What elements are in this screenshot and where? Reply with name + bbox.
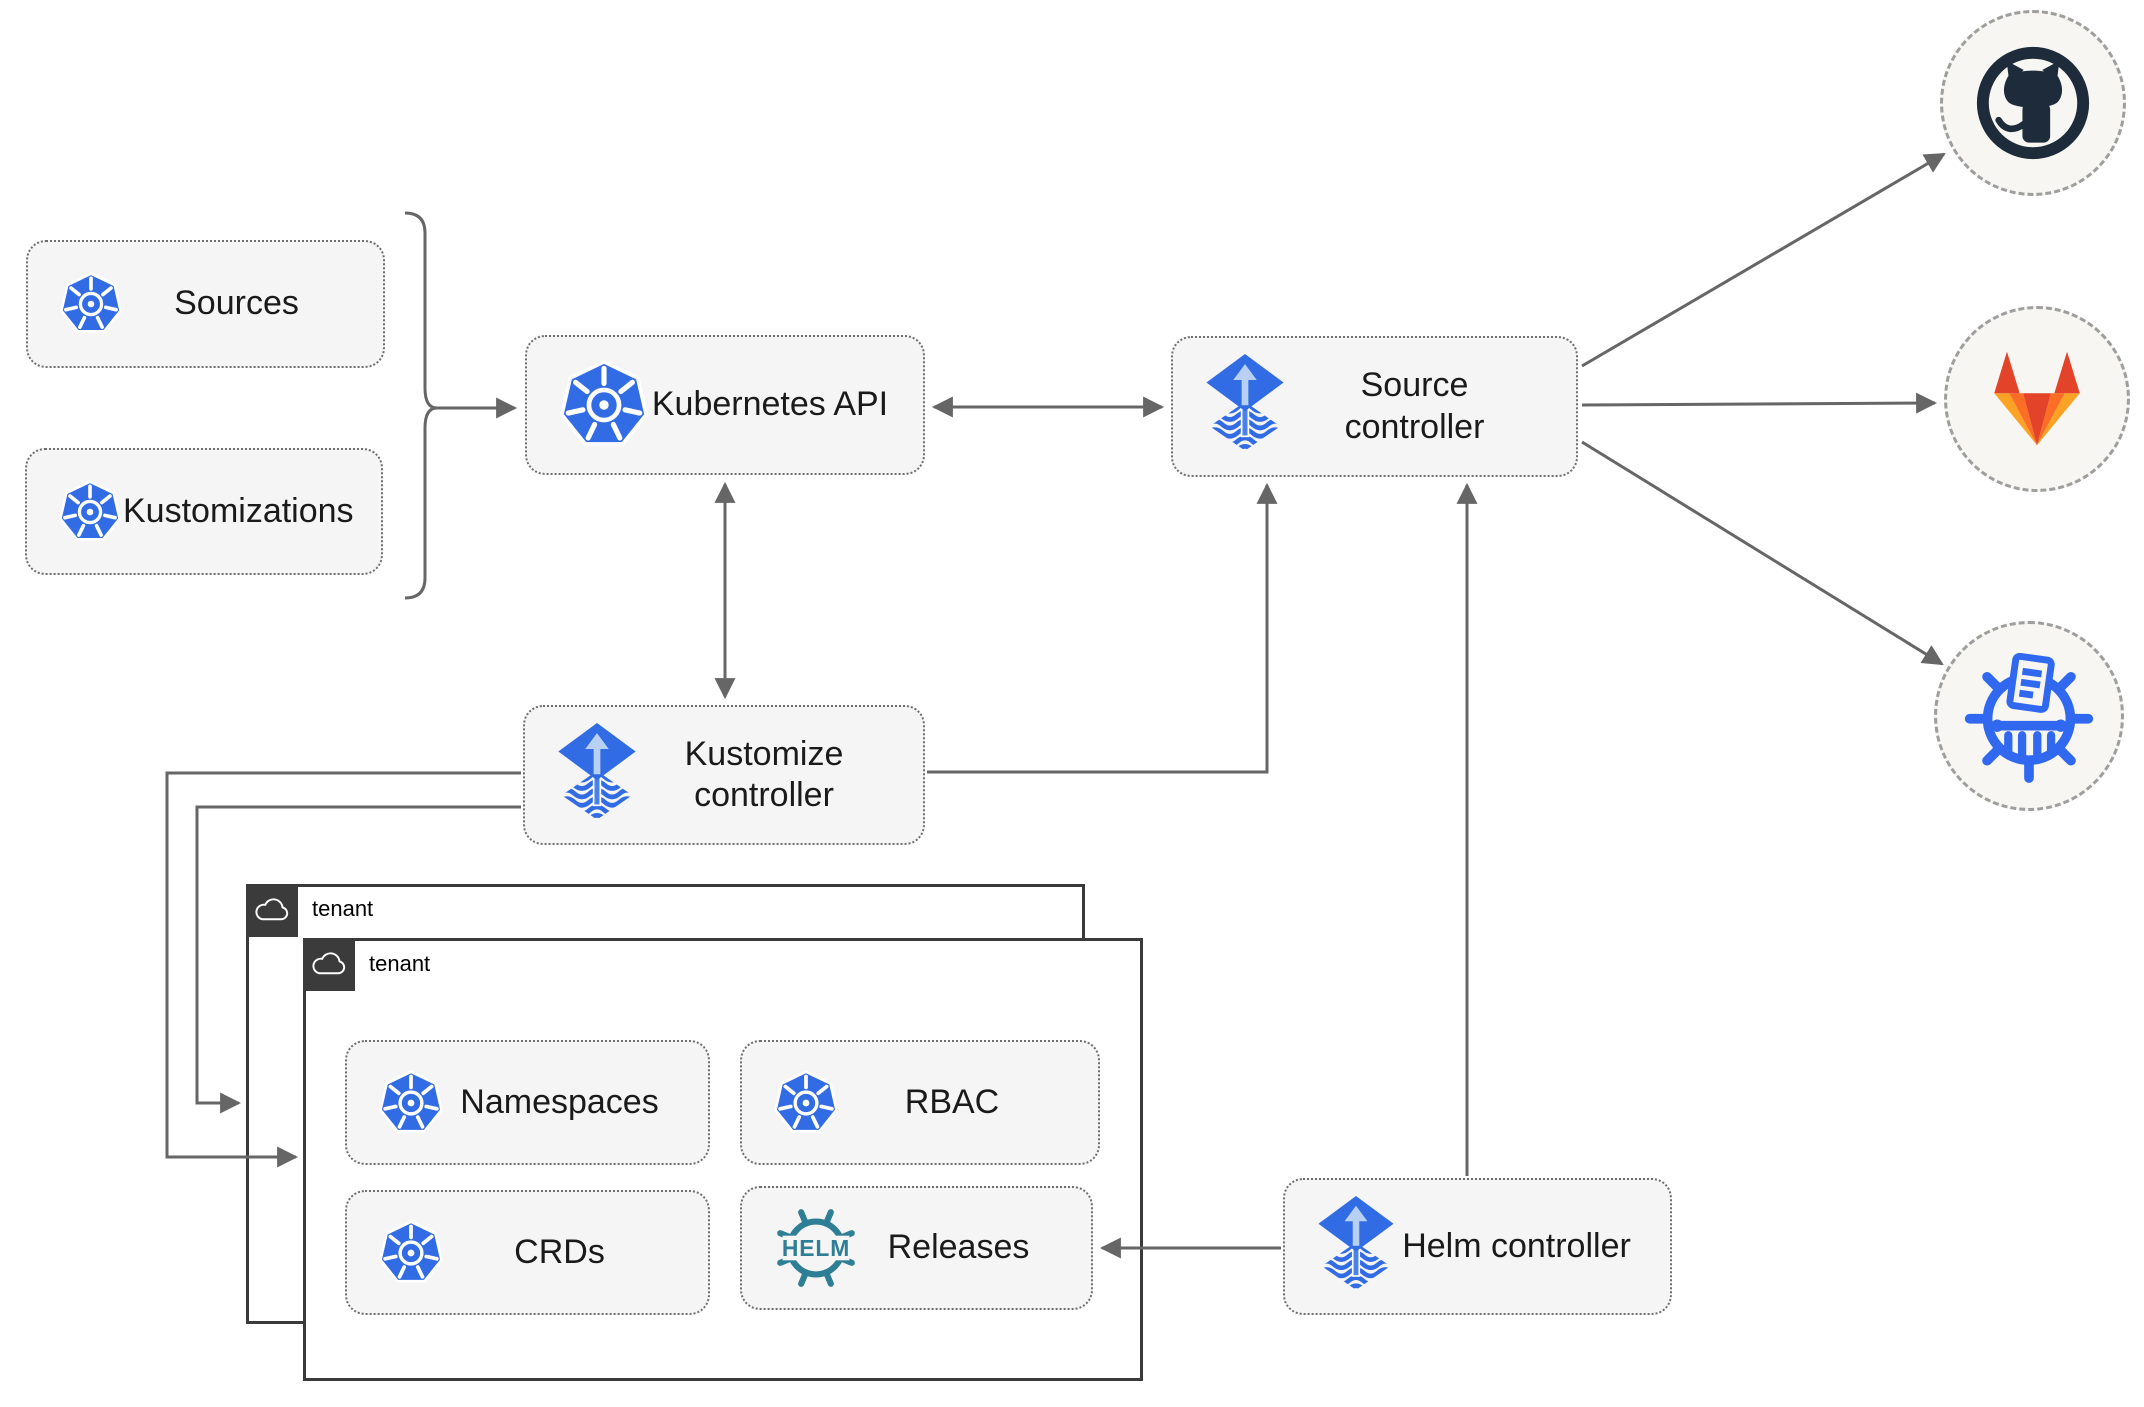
node-sources-label: Sources (174, 284, 299, 323)
flux-icon (1203, 354, 1287, 459)
tenant-front-header (303, 938, 355, 991)
node-releases-label: Releases (887, 1228, 1030, 1267)
endpoint-gitlab (1944, 306, 2130, 492)
tenant-back-label: tenant (312, 896, 374, 921)
node-kustomizations: Kustomizations (25, 448, 383, 575)
node-helm-controller: Helm controller (1283, 1178, 1672, 1315)
flux-icon (555, 723, 639, 828)
github-icon (1967, 37, 2099, 169)
edge-kustomizectrl-sourcectrl (927, 482, 1278, 774)
node-kustomizations-label: Kustomizations (123, 491, 354, 530)
kubernetes-icon (57, 479, 123, 545)
cloud-icon (254, 898, 290, 924)
node-sources: Sources (26, 240, 385, 368)
gitlab-icon (1979, 347, 2095, 451)
helm-logo-text: HELM (782, 1235, 850, 1261)
node-helm-controller-label: Helm controller (1402, 1226, 1631, 1265)
node-kubernetes-api-label: Kubernetes API (651, 385, 889, 424)
node-kustomize-controller-label: Kustomize controller (684, 734, 844, 814)
edge-bracket (404, 211, 438, 600)
endpoint-chartmuseum (1934, 621, 2124, 811)
node-crds-label: CRDs (514, 1232, 605, 1271)
node-rbac: RBAC (740, 1040, 1100, 1165)
tenant-front-label: tenant (369, 951, 431, 976)
edge-sourcectrl-chartmuseum (1581, 440, 1944, 666)
kubernetes-icon (557, 358, 651, 452)
cloud-icon (311, 952, 347, 978)
node-rbac-label: RBAC (904, 1082, 1000, 1121)
endpoint-github (1940, 10, 2126, 196)
kubernetes-icon (772, 1069, 840, 1137)
kubernetes-icon (58, 271, 124, 337)
kubernetes-icon (377, 1069, 445, 1137)
helm-icon: HELM (772, 1204, 860, 1292)
tenant-back-header (246, 884, 298, 937)
kubernetes-icon (377, 1219, 445, 1287)
node-crds: CRDs (345, 1190, 710, 1315)
edge-sourcectrl-gitlab (1581, 392, 1938, 414)
node-source-controller: Source controller (1171, 336, 1578, 477)
flux-icon (1315, 1196, 1397, 1298)
chartmuseum-icon (1960, 647, 2098, 785)
node-releases: HELM Releases (740, 1186, 1093, 1310)
node-namespaces: Namespaces (345, 1040, 710, 1165)
node-namespaces-label: Namespaces (460, 1082, 659, 1121)
node-source-controller-label: Source controller (1344, 366, 1485, 446)
node-kustomize-controller: Kustomize controller (523, 705, 925, 845)
node-kubernetes-api: Kubernetes API (525, 335, 925, 475)
edge-sourcectrl-github (1581, 152, 1946, 368)
